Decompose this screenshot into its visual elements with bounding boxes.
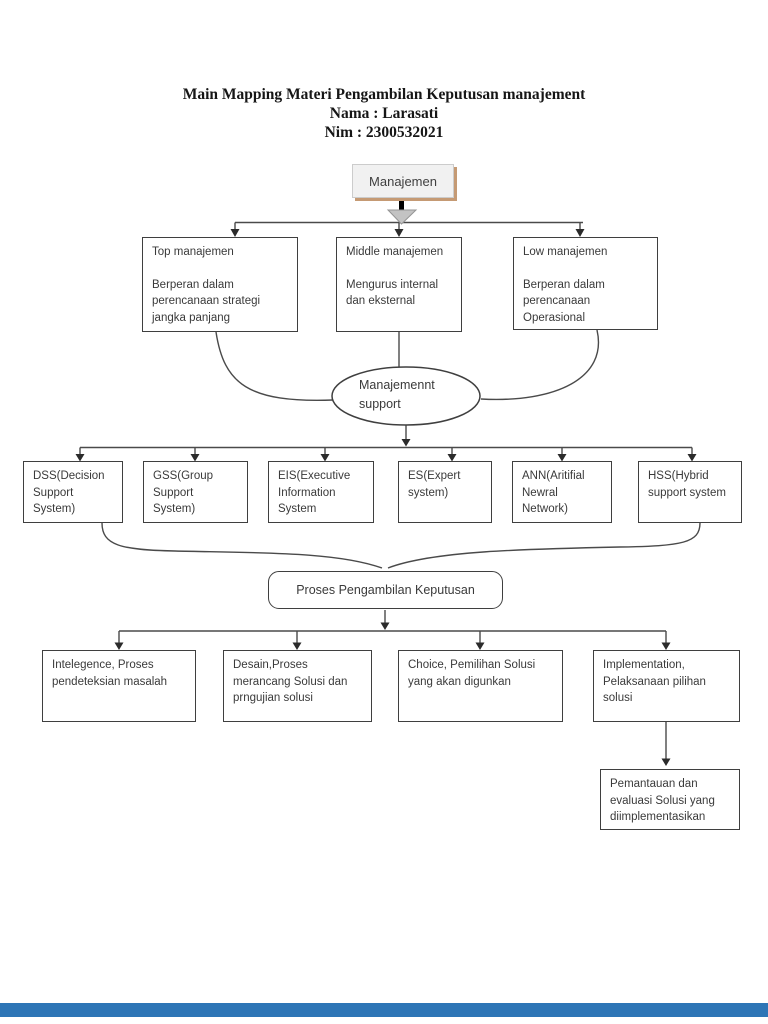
node-eis-label: EIS(Executive Information System [278, 470, 351, 516]
node-gss-label: GSS(Group Support System) [153, 470, 214, 516]
node-dss-label: DSS(Decision Support System) [33, 470, 105, 516]
node-desain: Desain,Proses merancang Solusi dan prngu… [223, 650, 372, 722]
title-line-2: Nama : Larasati [329, 104, 439, 122]
node-pemantauan: Pemantauan dan evaluasi Solusi yang diim… [600, 769, 740, 830]
node-choice: Choice, Pemilihan Solusi yang akan digun… [398, 650, 563, 722]
node-eis: EIS(Executive Information System [268, 461, 374, 523]
node-implementation-label: Implementation, Pelaksanaan pilihan solu… [603, 659, 706, 705]
node-intelegence: Intelegence, Proses pendeteksian masalah [42, 650, 196, 722]
node-intelegence-label: Intelegence, Proses pendeteksian masalah [52, 659, 168, 688]
arrowhead-icons [75, 229, 697, 766]
node-ann: ANN(Aritifial Newral Network) [512, 461, 612, 523]
node-proses-pengambilan-keputusan: Proses Pengambilan Keputusan [268, 571, 503, 609]
node-middle-manajemen-desc: Mengurus internal dan eksternal [346, 278, 439, 308]
footer-bar [0, 1003, 768, 1017]
node-top-manajemen-title: Top manajemen [152, 246, 234, 258]
title-line-1: Main Mapping Materi Pengambilan Keputusa… [182, 86, 586, 103]
node-middle-manajemen-title: Middle manajemen [346, 246, 444, 258]
node-ann-label: ANN(Aritifial Newral Network) [522, 470, 585, 516]
hub-ellipse [331, 366, 481, 426]
node-gss: GSS(Group Support System) [143, 461, 248, 523]
node-es: ES(Expert system) [398, 461, 492, 523]
node-low-manajemen-desc: Berperan dalam perencanaan Operasional [523, 278, 605, 325]
node-low-manajemen-title: Low manajemen [523, 246, 608, 258]
process-label: Proses Pengambilan Keputusan [296, 583, 475, 597]
node-hss-label: HSS(Hybrid support system [648, 470, 726, 499]
node-low-manajemen: Low manajemen Berperan dalam perencanaan… [513, 237, 658, 330]
node-pemantauan-label: Pemantauan dan evaluasi Solusi yang diim… [610, 778, 715, 824]
document-title: Main Mapping Materi Pengambilan Keputusa… [0, 86, 768, 143]
node-manajemen: Manajemen [352, 164, 454, 198]
title-line-3: Nim : 2300532021 [324, 123, 444, 141]
node-top-manajemen: Top manajemen Berperan dalam perencanaan… [142, 237, 298, 332]
node-implementation: Implementation, Pelaksanaan pilihan solu… [593, 650, 740, 722]
node-dss: DSS(Decision Support System) [23, 461, 123, 523]
hub-label: Manajemennt support [359, 378, 435, 411]
node-hss: HSS(Hybrid support system [638, 461, 742, 523]
node-middle-manajemen: Middle manajemen Mengurus internal dan e… [336, 237, 462, 332]
node-top-manajemen-desc: Berperan dalam perencanaan strategi jang… [152, 278, 261, 325]
node-choice-label: Choice, Pemilihan Solusi yang akan digun… [408, 659, 536, 688]
node-es-label: ES(Expert system) [408, 470, 461, 499]
root-arrow-icon [386, 209, 418, 225]
node-manajemen-label: Manajemen [369, 174, 437, 189]
node-desain-label: Desain,Proses merancang Solusi dan prngu… [233, 659, 348, 705]
